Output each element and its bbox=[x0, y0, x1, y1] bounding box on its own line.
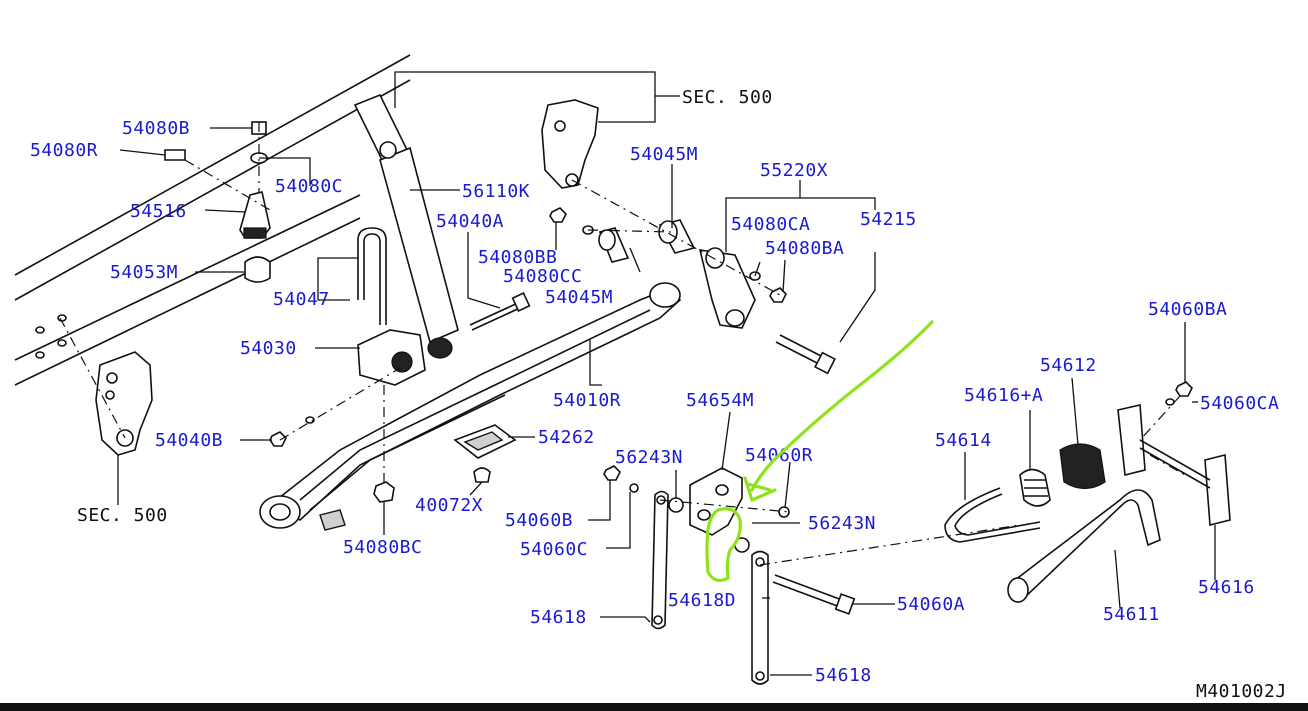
label-sec500-top: SEC. 500 bbox=[682, 87, 773, 108]
label-54611[interactable]: 54611 bbox=[1103, 604, 1160, 625]
label-54262[interactable]: 54262 bbox=[538, 427, 595, 448]
bump-stop-rubber bbox=[244, 256, 271, 283]
shackle-bolt bbox=[469, 292, 531, 331]
label-54047[interactable]: 54047 bbox=[273, 289, 330, 310]
label-54618-left[interactable]: 54618 bbox=[530, 607, 587, 628]
frame-rail bbox=[14, 54, 411, 386]
label-54030[interactable]: 54030 bbox=[240, 338, 297, 359]
label-54080R[interactable]: 54080R bbox=[30, 140, 98, 161]
label-56243N-upper[interactable]: 56243N bbox=[615, 447, 683, 468]
label-sec500-left: SEC. 500 bbox=[77, 505, 168, 526]
nut-left bbox=[269, 416, 315, 447]
spring-bushing-front bbox=[549, 207, 696, 263]
label-56110K[interactable]: 56110K bbox=[462, 181, 530, 202]
rear-spring-hanger bbox=[35, 314, 153, 456]
label-56243N-lower[interactable]: 56243N bbox=[808, 513, 876, 534]
stabilizer-bushing bbox=[1019, 443, 1106, 507]
label-54516[interactable]: 54516 bbox=[130, 201, 187, 222]
label-54614[interactable]: 54614 bbox=[935, 430, 992, 451]
part-labels: SEC. 500 SEC. 500 54080B 54080R 54080C 5… bbox=[30, 87, 1287, 702]
stabilizer-bar bbox=[1007, 489, 1161, 603]
label-54080CA[interactable]: 54080CA bbox=[731, 214, 810, 235]
label-54060CA[interactable]: 54060CA bbox=[1200, 393, 1279, 414]
label-54060A[interactable]: 54060A bbox=[897, 594, 965, 615]
label-54080BC[interactable]: 54080BC bbox=[343, 537, 422, 558]
u-bolt bbox=[357, 227, 387, 325]
label-54612[interactable]: 54612 bbox=[1040, 355, 1097, 376]
label-54080BA[interactable]: 54080BA bbox=[765, 238, 844, 259]
label-54080CC[interactable]: 54080CC bbox=[503, 266, 582, 287]
spring-seat bbox=[357, 329, 426, 386]
clip bbox=[473, 467, 491, 483]
label-54618D[interactable]: 54618D bbox=[668, 590, 736, 611]
label-54080BB[interactable]: 54080BB bbox=[478, 247, 557, 268]
label-54060B[interactable]: 54060B bbox=[505, 510, 573, 531]
spring-pad bbox=[453, 424, 517, 459]
label-54053M[interactable]: 54053M bbox=[110, 262, 178, 283]
diagram-code: M401002J bbox=[1196, 681, 1287, 702]
label-54215[interactable]: 54215 bbox=[860, 209, 917, 230]
stabilizer-bracket-clamp bbox=[1117, 381, 1231, 527]
label-54040B[interactable]: 54040B bbox=[155, 430, 223, 451]
label-54060C[interactable]: 54060C bbox=[520, 539, 588, 560]
label-54080B[interactable]: 54080B bbox=[122, 118, 190, 139]
front-spring-hanger bbox=[541, 99, 599, 189]
leader-lines bbox=[117, 71, 1216, 676]
leaf-spring bbox=[259, 282, 682, 531]
spring-nut bbox=[373, 481, 395, 503]
label-54040A[interactable]: 54040A bbox=[436, 211, 504, 232]
label-54045M-upper[interactable]: 54045M bbox=[630, 144, 698, 165]
label-55220X[interactable]: 55220X bbox=[760, 160, 828, 181]
retainer-clip bbox=[944, 487, 1041, 543]
link-bolt bbox=[772, 574, 856, 615]
label-54654M[interactable]: 54654M bbox=[686, 390, 754, 411]
stabilizer-link-left bbox=[651, 490, 669, 630]
label-40072X[interactable]: 40072X bbox=[415, 495, 483, 516]
label-54616[interactable]: 54616 bbox=[1198, 577, 1255, 598]
shock-absorber bbox=[353, 93, 459, 359]
label-54080C[interactable]: 54080C bbox=[275, 176, 343, 197]
green-annotation-arrow bbox=[705, 320, 934, 583]
stabilizer-link-right bbox=[751, 550, 769, 685]
spring-shackle bbox=[698, 247, 836, 375]
centerlines bbox=[59, 122, 1186, 566]
label-54060BA[interactable]: 54060BA bbox=[1148, 299, 1227, 320]
label-54618-right[interactable]: 54618 bbox=[815, 665, 872, 686]
link-bushing bbox=[603, 465, 790, 518]
label-54045M-lower[interactable]: 54045M bbox=[545, 287, 613, 308]
bottom-bar bbox=[0, 703, 1308, 711]
label-54616A[interactable]: 54616+A bbox=[964, 385, 1043, 406]
label-54010R[interactable]: 54010R bbox=[553, 390, 621, 411]
